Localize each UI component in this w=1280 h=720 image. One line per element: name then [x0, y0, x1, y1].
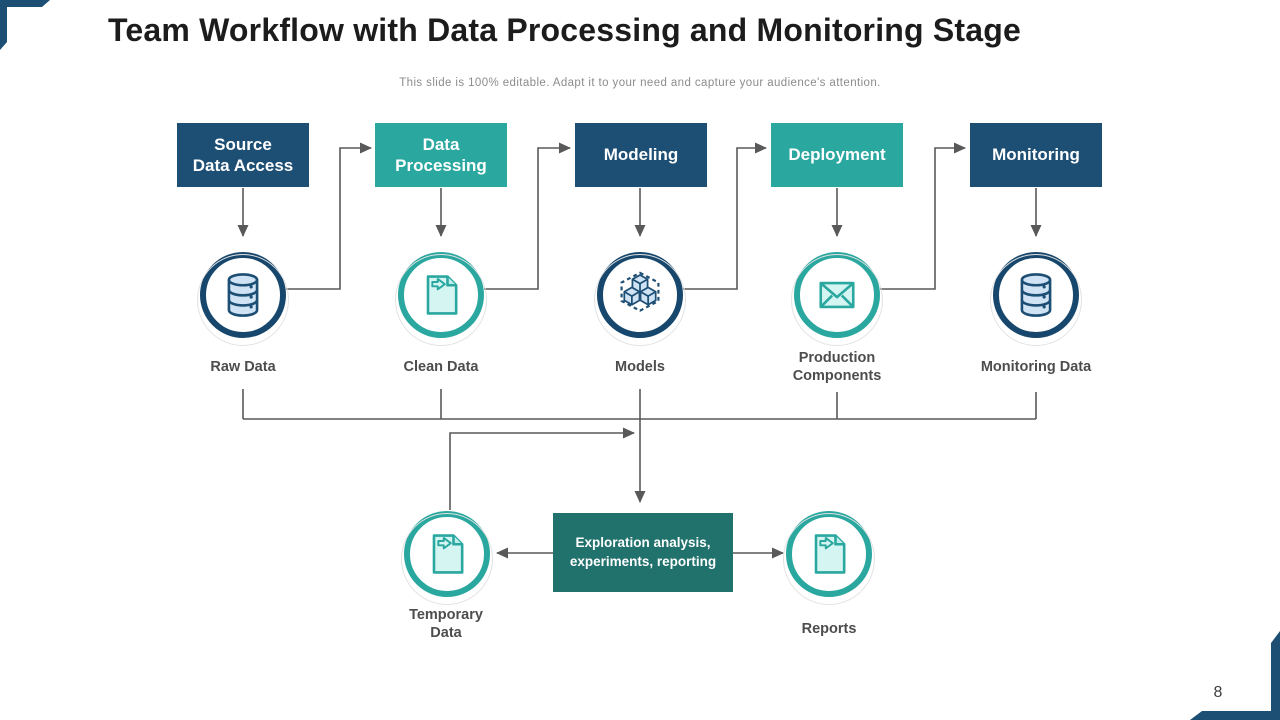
label-raw-data: Raw Data: [210, 359, 276, 375]
label-reports: Reports: [801, 621, 857, 637]
node-production-components: [791, 252, 883, 346]
label-clean-data: Clean Data: [403, 359, 479, 375]
document-icon: [426, 275, 458, 315]
exploration-analysis-box: Exploration analysis, experiments, repor…: [553, 513, 733, 592]
label-monitoring-data: Monitoring Data: [980, 359, 1092, 375]
node-raw-data: [197, 252, 289, 346]
node-reports: [783, 511, 875, 605]
label-production-components: Production Components: [792, 350, 882, 385]
bottom-right-corner-bracket: [1190, 631, 1280, 720]
page-title: Team Workflow with Data Processing and M…: [108, 12, 1022, 48]
stage-box-source-data-access: Source Data Access: [177, 123, 309, 187]
document-icon: [432, 534, 464, 574]
top-left-corner-bracket: [0, 0, 50, 50]
page-number: 8: [1213, 684, 1223, 701]
node-monitoring-data: [990, 252, 1082, 346]
node-models: [594, 252, 686, 346]
stage-box-modeling: Modeling: [575, 123, 707, 187]
label-temporary-data: Temporary Data: [409, 607, 483, 642]
document-icon: [814, 534, 846, 574]
cubes-icon: [620, 271, 660, 312]
database-icon: [1020, 273, 1052, 317]
label-models: Models: [615, 359, 665, 375]
database-icon: [227, 273, 259, 317]
stage-box-data-processing: Data Processing: [375, 123, 507, 187]
node-temporary-data: [401, 511, 493, 605]
node-clean-data: [395, 252, 487, 346]
stage-box-monitoring: Monitoring: [970, 123, 1102, 187]
stage-box-deployment: Deployment: [771, 123, 903, 187]
slide-subtitle: This slide is 100% editable. Adapt it to…: [399, 77, 881, 89]
envelope-icon: [819, 281, 855, 309]
